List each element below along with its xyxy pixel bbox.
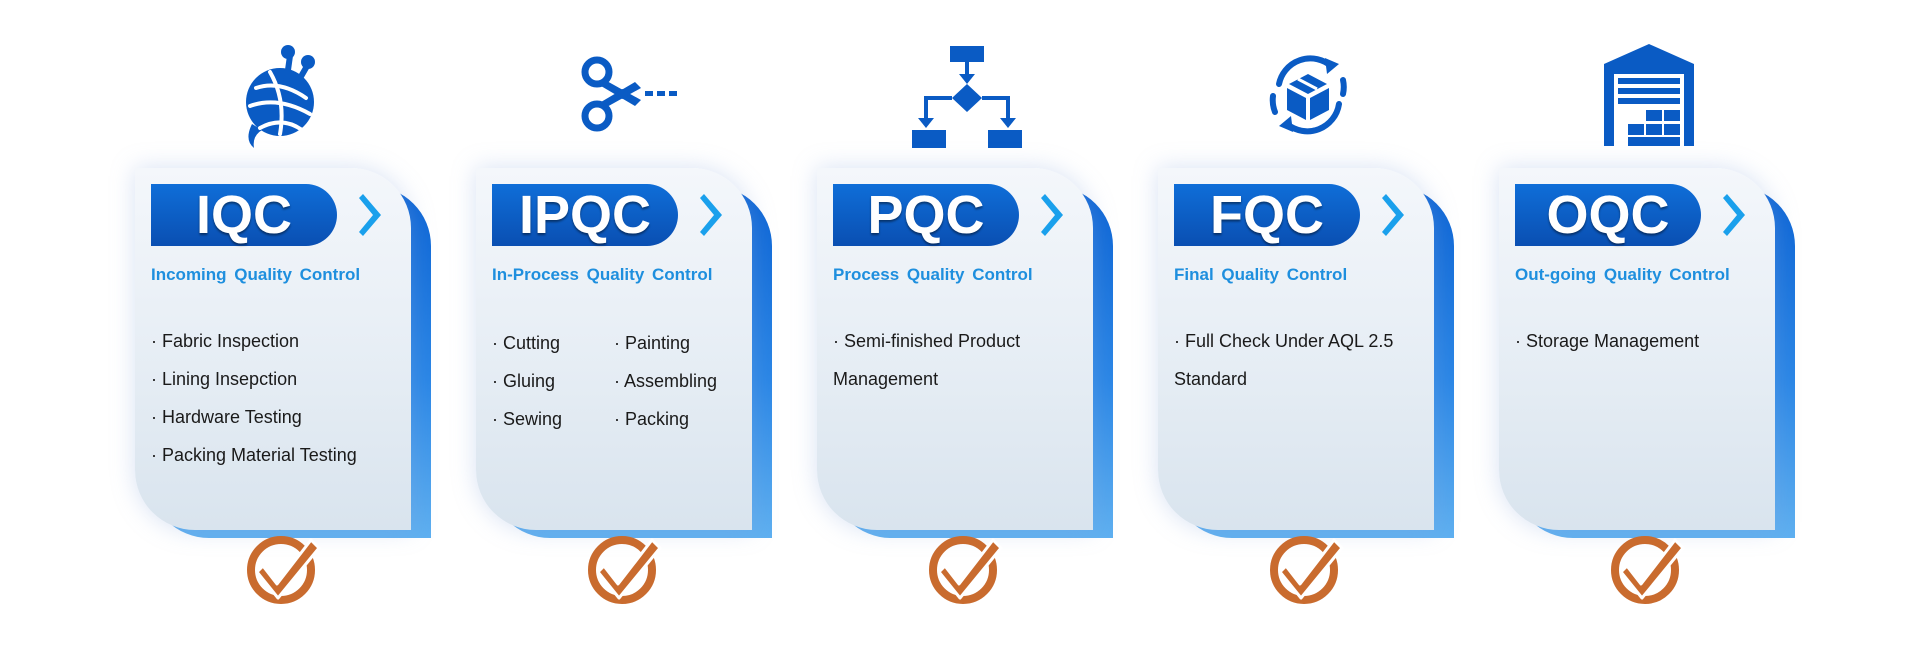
stage-name: Out-going Quality Control — [1515, 265, 1730, 284]
chevron-right-icon — [1382, 194, 1404, 236]
list-item: · Painting — [614, 333, 691, 353]
card-ipqc: IPQC In-Process Quality Control · Cuttin… — [476, 168, 752, 530]
list-item: · Storage Management — [1515, 331, 1700, 351]
list-item: · Sewing — [492, 409, 563, 429]
warehouse-icon — [1604, 44, 1694, 146]
chevron-right-icon — [1723, 194, 1745, 236]
stage-code-badge: OQC — [1515, 184, 1701, 246]
stage-item-list: · Semi-finished Product Management — [833, 322, 1053, 398]
list-item: · Gluing — [492, 371, 556, 391]
stage-name: Process Quality Control — [833, 265, 1033, 284]
stage-item-list: · Fabric Inspection · Lining Insepction … — [151, 322, 401, 474]
flowchart-icon — [912, 46, 1022, 148]
card-pqc: PQC Process Quality Control · Semi-finis… — [817, 168, 1093, 530]
stage-iqc: IQC Incoming Quality Control · Fabric In… — [135, 0, 435, 649]
stage-code-badge: IQC — [151, 184, 337, 246]
list-item: · Semi-finished Product Management — [833, 331, 1021, 389]
card-fqc: FQC Final Quality Control · Full Check U… — [1158, 168, 1434, 530]
card-oqc: OQC Out-going Quality Control · Storage … — [1499, 168, 1775, 530]
stage-item-list: · Cutting · Gluing · Sewing · Painting ·… — [492, 324, 736, 438]
stage-name: Final Quality Control — [1174, 265, 1348, 284]
stage-code-badge: FQC — [1174, 184, 1360, 246]
stage-code-badge: PQC — [833, 184, 1019, 246]
stage-name: In-Process Quality Control — [492, 265, 713, 284]
stage-code-badge: IPQC — [492, 184, 678, 246]
checkmark-circle-icon — [588, 536, 662, 604]
chevron-right-icon — [700, 194, 722, 236]
stage-pqc: PQC Process Quality Control · Semi-finis… — [817, 0, 1117, 649]
stage-fqc: FQC Final Quality Control · Full Check U… — [1158, 0, 1458, 649]
checkmark-circle-icon — [1611, 536, 1685, 604]
list-item: · Packing Material Testing — [151, 445, 357, 465]
chevron-right-icon — [359, 194, 381, 236]
stage-oqc: OQC Out-going Quality Control · Storage … — [1499, 0, 1799, 649]
list-item: · Hardware Testing — [151, 407, 302, 427]
card-iqc: IQC Incoming Quality Control · Fabric In… — [135, 168, 411, 530]
list-item: · Cutting — [492, 333, 561, 353]
checkmark-circle-icon — [929, 536, 1003, 604]
list-item: · Lining Insepction — [151, 369, 298, 389]
checkmark-circle-icon — [1270, 536, 1344, 604]
chevron-right-icon — [1041, 194, 1063, 236]
scissors-icon — [581, 56, 677, 132]
list-item: · Fabric Inspection — [151, 331, 300, 351]
box-cycle-icon — [1269, 55, 1347, 135]
stage-name: Incoming Quality Control — [151, 265, 361, 284]
list-item: · Assembling — [614, 371, 718, 391]
stage-ipqc: IPQC In-Process Quality Control · Cuttin… — [476, 0, 776, 649]
list-item: · Packing — [614, 409, 690, 429]
checkmark-circle-icon — [247, 536, 321, 604]
list-item: · Full Check Under AQL 2.5 Standard — [1174, 331, 1394, 389]
yarn-ball-icon — [246, 45, 315, 148]
stage-item-list: · Storage Management — [1515, 322, 1765, 360]
stage-item-list: · Full Check Under AQL 2.5 Standard — [1174, 322, 1414, 398]
